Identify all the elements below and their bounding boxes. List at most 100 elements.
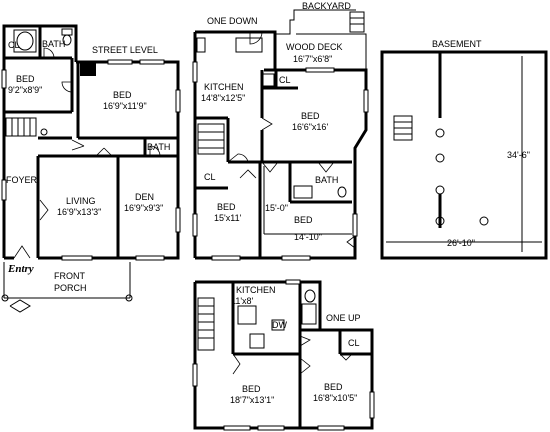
window	[175, 89, 181, 113]
bed-label: BED	[324, 382, 343, 392]
street-level-heading: STREET LEVEL	[92, 45, 158, 55]
bed-label: BED	[242, 384, 261, 394]
dimension-vertical-label: 15'-0"	[265, 203, 288, 213]
door-swing	[249, 31, 263, 45]
door-swing	[339, 353, 353, 361]
entry-door-swing	[13, 245, 31, 259]
front-porch	[1, 262, 133, 313]
door-swing	[43, 47, 55, 59]
stairs-street	[5, 117, 48, 137]
bath-label: BATH	[315, 175, 338, 185]
bed-label: BED	[16, 74, 35, 84]
window	[363, 89, 369, 113]
street-level-plan: STREET LEVEL CL BATH BED 9'2"x8'9" BED 1…	[1, 24, 181, 313]
window	[61, 255, 93, 261]
door-swing	[149, 145, 161, 157]
bathtub	[301, 303, 317, 325]
door-swing	[346, 235, 356, 249]
window	[139, 59, 165, 65]
window	[352, 213, 358, 237]
stairs-one-down	[197, 123, 225, 155]
bed-dimension: 16'6"x16'	[292, 122, 328, 132]
kitchen-label: KITCHEN	[236, 285, 276, 295]
support-column	[479, 216, 489, 226]
stairs-one-up	[197, 297, 215, 351]
bed-label: BED	[301, 111, 320, 121]
closet-label: CL	[279, 75, 291, 85]
window	[1, 179, 7, 201]
toilet	[304, 289, 316, 303]
porch-label: PORCH	[54, 283, 87, 293]
dimension-vertical-label: 34'-6"	[507, 150, 530, 160]
bed-dimension: 18'7"x13'1"	[230, 395, 274, 405]
one-down-heading: ONE DOWN	[207, 16, 258, 26]
door-swing	[261, 117, 273, 131]
window	[192, 61, 198, 83]
backyard-label: BACKYARD	[302, 1, 351, 11]
deck-label: WOOD DECK	[286, 42, 343, 52]
door-swing	[239, 169, 257, 179]
dishwasher	[271, 319, 285, 331]
closet-label: CL	[348, 338, 360, 348]
den-label: DEN	[135, 192, 154, 202]
bathtub	[13, 29, 37, 53]
window	[281, 255, 311, 261]
bed-dimension: 9'2"x8'9"	[8, 85, 42, 95]
kitchen-counter	[235, 37, 263, 53]
kitchen-label: KITCHEN	[204, 82, 244, 92]
stove	[261, 73, 275, 87]
door-swing	[39, 199, 49, 221]
chimney-block	[80, 62, 96, 76]
basement-plan: BASEMENT 34'-6" 26'-10"	[380, 39, 548, 260]
door-swing	[317, 161, 335, 173]
door-swing	[299, 335, 311, 347]
entry-label: Entry	[7, 263, 34, 275]
door-swing	[71, 139, 85, 151]
toilet-bowl	[62, 34, 72, 46]
stove	[249, 333, 265, 349]
dimension-horizontal-label: 14'-10"	[294, 232, 322, 242]
porch-label: FRONT	[54, 271, 85, 281]
bathtub	[293, 185, 313, 199]
foyer-label: FOYER	[6, 175, 38, 185]
window	[257, 425, 285, 431]
window	[317, 425, 345, 431]
basement-outline	[380, 50, 548, 260]
window	[107, 59, 133, 65]
door-swing	[232, 353, 241, 375]
kitchen-sink	[237, 305, 257, 325]
window	[369, 391, 375, 419]
one-down-plan: ONE DOWN BACKYARD WOOD DECK 16'7"x6'8" K…	[192, 1, 369, 261]
support-column	[435, 128, 445, 138]
window	[192, 213, 198, 237]
toilet	[337, 186, 347, 198]
bath-label: BATH	[42, 39, 65, 49]
window	[285, 279, 301, 285]
door-swing	[61, 81, 73, 93]
living-dimension: 16'9"x13'3"	[57, 207, 101, 217]
window	[223, 425, 251, 431]
window	[135, 255, 165, 261]
window	[175, 207, 181, 233]
bath-label: BATH	[147, 142, 170, 152]
window	[211, 255, 241, 261]
window	[1, 69, 7, 89]
kitchen-dimension: 11'x8'	[231, 296, 254, 306]
fridge	[196, 37, 206, 53]
closet-label: CL	[8, 40, 20, 50]
door-swing	[95, 147, 113, 157]
door-swing	[227, 153, 249, 163]
dishwasher-label: DW	[272, 320, 287, 330]
support-column	[435, 185, 445, 195]
deck-stairs	[349, 11, 365, 33]
closet-label: CL	[204, 172, 216, 182]
bed-dimension: 15'x11'	[214, 213, 242, 223]
bed-dimension: 16'9"x11'9"	[103, 101, 147, 111]
basement-heading: BASEMENT	[432, 39, 482, 49]
bed-label: BED	[294, 215, 313, 225]
window	[192, 363, 198, 387]
door-swing	[261, 161, 279, 173]
basement-stairs	[393, 115, 413, 141]
den-dimension: 16'9"x9'3"	[124, 203, 163, 213]
